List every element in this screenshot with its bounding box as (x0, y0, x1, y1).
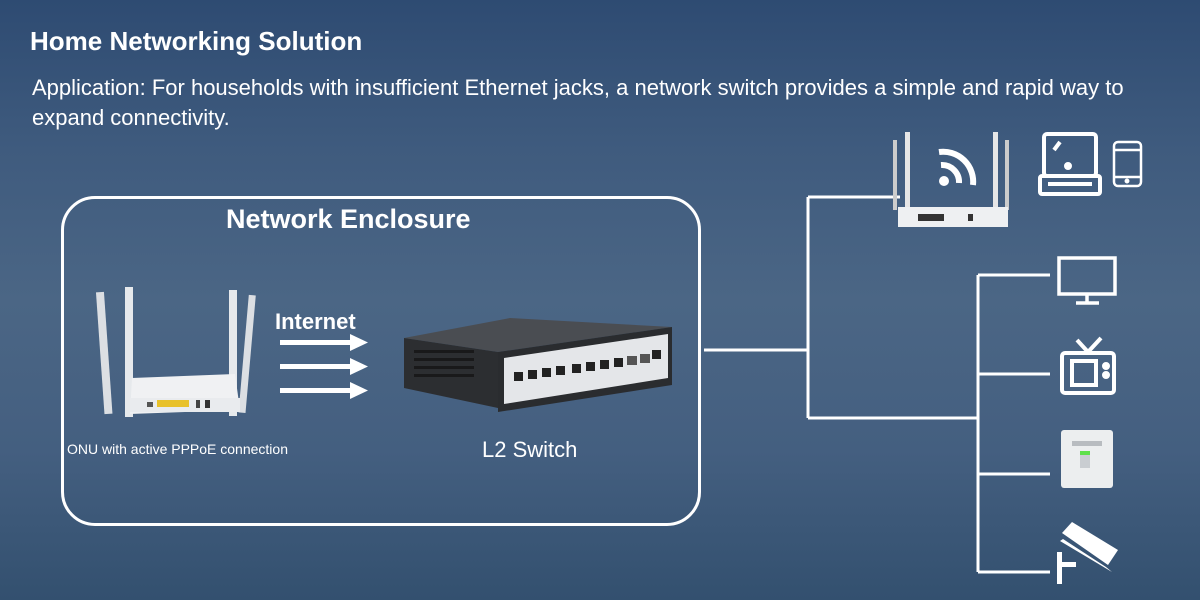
description-text: Application: For households with insuffi… (32, 75, 1124, 130)
monitor-icon (1057, 256, 1117, 305)
television-icon (1060, 336, 1116, 395)
network-enclosure-box (61, 196, 701, 526)
page-title: Home Networking Solution (30, 26, 363, 56)
internet-label: Internet (275, 309, 356, 334)
internet-arrows (280, 334, 368, 399)
switch-caption: L2 Switch (482, 437, 578, 462)
security-camera-icon (1057, 522, 1118, 584)
ethernet-wall-jack-icon (1061, 430, 1113, 488)
wifi-signal-icon (938, 148, 977, 186)
smartphone-icon (1112, 140, 1143, 188)
enclosure-title: Network Enclosure (226, 204, 471, 234)
onu-router-icon (95, 287, 256, 417)
connector-lines (704, 195, 1050, 574)
l2-switch-icon (404, 318, 672, 412)
wifi-router-icon (893, 132, 1009, 227)
onu-caption: ONU with active PPPoE connection (67, 441, 288, 457)
laptop-icon (1038, 132, 1102, 196)
